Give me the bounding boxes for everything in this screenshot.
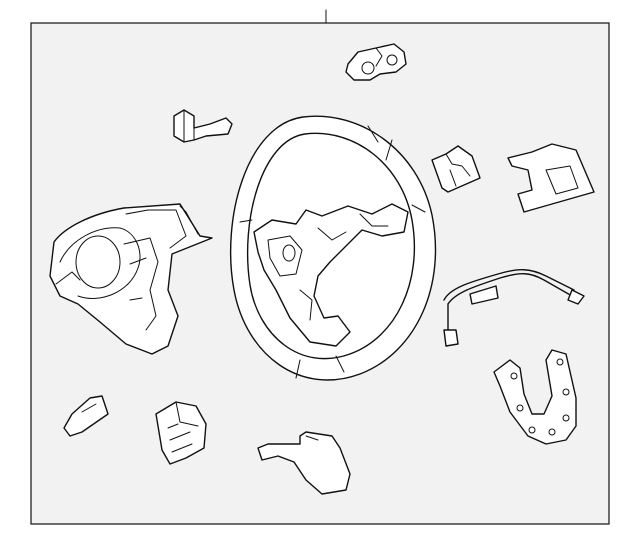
control-switch-right xyxy=(431,145,481,193)
wiring-harness xyxy=(443,269,585,347)
steering-wheel xyxy=(229,115,437,381)
lower-cover xyxy=(493,349,577,445)
mounting-bracket xyxy=(345,43,407,81)
driver-airbag-back-cover xyxy=(49,203,213,355)
trim-bezel xyxy=(507,143,595,213)
trim-strip xyxy=(257,431,351,495)
connector-plug xyxy=(173,109,233,143)
small-clip xyxy=(63,395,109,437)
control-switch-left xyxy=(155,401,207,465)
